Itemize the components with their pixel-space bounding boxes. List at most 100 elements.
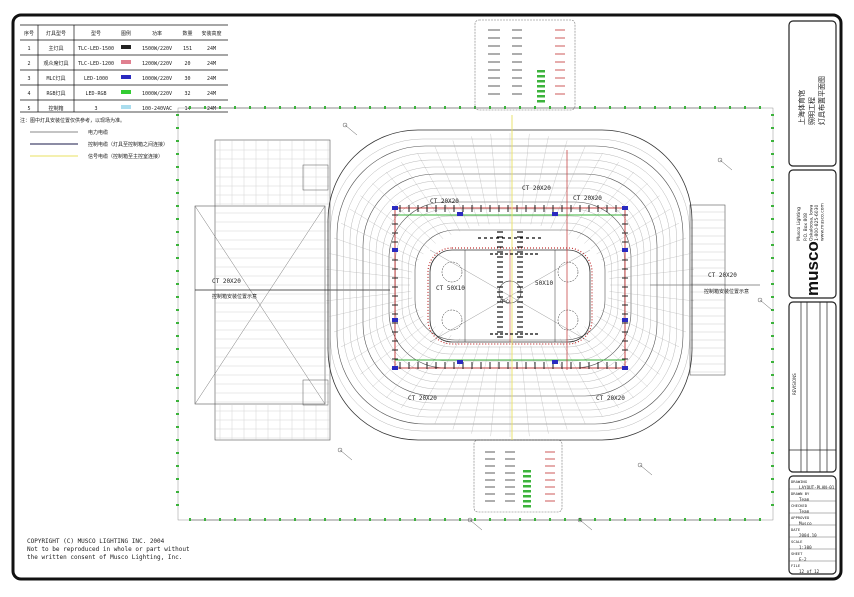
grid-marker: [204, 518, 206, 521]
grid-marker: [699, 106, 701, 109]
grid-marker: [176, 140, 179, 142]
legend-cell: 1000W/220V: [142, 91, 172, 97]
label-left-building: CT 20X20: [212, 278, 241, 285]
grid-marker: [264, 106, 266, 109]
panel-mark: [537, 90, 545, 93]
grid-marker: [609, 518, 611, 521]
grid-marker: [771, 270, 774, 272]
cable-legend-label: 控制电缆（灯具至控制箱之间连接）: [88, 141, 168, 148]
callout-leader: [759, 299, 773, 311]
aisle: [452, 343, 480, 430]
grid-marker: [771, 413, 774, 415]
legend-cell: LED-1000: [84, 76, 108, 82]
label-right-building: CT 20X20: [708, 272, 737, 279]
grid-marker: [176, 127, 179, 129]
field-label: APPROVED: [791, 515, 810, 520]
grid-marker: [176, 192, 179, 194]
aisle: [329, 297, 413, 317]
grid-marker: [176, 439, 179, 441]
faceoff-circle: [557, 309, 579, 331]
grid-marker: [414, 518, 416, 521]
legend-header: 型号: [91, 30, 101, 37]
grid-marker: [489, 106, 491, 109]
legend-cell: 3: [94, 106, 97, 112]
copyright-note: COPYRIGHT (C) MUSCO LIGHTING INC. 2004 N…: [27, 538, 190, 561]
legend-cell: 151: [183, 46, 192, 52]
grid-marker: [771, 296, 774, 298]
legend-header: 灯具型号: [46, 30, 66, 37]
label-rink-right: 50X10: [535, 280, 553, 287]
mlc-fixture: [457, 212, 463, 216]
grid-marker: [669, 518, 671, 521]
legend-cell: 24M: [207, 61, 216, 67]
grid-marker: [771, 426, 774, 428]
revisions-label: REVISIONS: [792, 373, 797, 395]
aisle: [609, 268, 695, 279]
legend-cell: TLC-LED-1200: [78, 61, 114, 67]
revisions-box: [788, 301, 837, 473]
grid-bubble: [342, 122, 348, 128]
legend-swatch: [121, 60, 131, 64]
grid-marker: [176, 270, 179, 272]
grid-marker: [744, 518, 746, 521]
aisle: [568, 161, 619, 235]
aisle: [386, 330, 444, 399]
aisle: [607, 253, 691, 273]
legend-cell: 1000W/220V: [142, 76, 172, 82]
grid-marker: [354, 518, 356, 521]
grid-marker: [771, 387, 774, 389]
grid-marker: [624, 518, 626, 521]
grid-marker: [264, 518, 266, 521]
arena-floor-plan: [176, 19, 774, 531]
musco-logo: musco: [803, 241, 822, 296]
legend-swatch: [121, 90, 131, 94]
grid-marker: [684, 106, 686, 109]
grid-marker: [176, 114, 179, 116]
grid-marker: [309, 106, 311, 109]
field-value: E-2: [799, 557, 807, 562]
aisle: [550, 341, 586, 424]
panel-mark: [523, 480, 531, 483]
grid-marker: [684, 518, 686, 521]
grid-bubble: [717, 157, 723, 163]
aisle: [349, 315, 424, 362]
legend-cell: 5: [27, 106, 30, 112]
panel-mark: [537, 75, 545, 78]
grid-marker: [771, 491, 774, 493]
legend-cell: 1: [27, 46, 30, 52]
grid-marker: [384, 518, 386, 521]
legend-cell: 20: [184, 61, 190, 67]
grid-marker: [759, 106, 761, 109]
grid-marker: [249, 518, 251, 521]
company-address-2: Oskaloosa, Iowa: [809, 204, 815, 241]
grid-marker: [369, 106, 371, 109]
legend-cell: 24M: [207, 76, 216, 82]
grid-marker: [771, 335, 774, 337]
sheet-border: [11, 13, 843, 581]
legend-header: 数量: [182, 30, 192, 37]
grid-marker: [384, 106, 386, 109]
grid-marker: [771, 361, 774, 363]
panel-mark: [537, 80, 545, 83]
legend-header: 图例: [121, 30, 131, 37]
legend-cell: 主灯具: [48, 45, 63, 52]
legend-cell: MLC灯具: [46, 75, 65, 82]
legend-swatch: [121, 105, 131, 109]
grid-marker: [219, 518, 221, 521]
grid-marker: [639, 518, 641, 521]
aisle: [576, 171, 634, 240]
label-ct-top-left: CT 20X20: [430, 198, 459, 205]
grid-marker: [579, 518, 581, 521]
aisle: [401, 161, 452, 235]
aisle: [334, 237, 415, 266]
legend-cell: 32: [184, 91, 190, 97]
aisle: [334, 304, 415, 333]
aisle: [329, 253, 413, 273]
grid-marker: [504, 518, 506, 521]
legend-header: 安装高度: [201, 30, 221, 37]
aisle: [601, 310, 680, 347]
grid-marker: [189, 106, 191, 109]
stair: [302, 379, 329, 406]
panel-mark: [537, 100, 545, 103]
aisle: [325, 268, 411, 279]
